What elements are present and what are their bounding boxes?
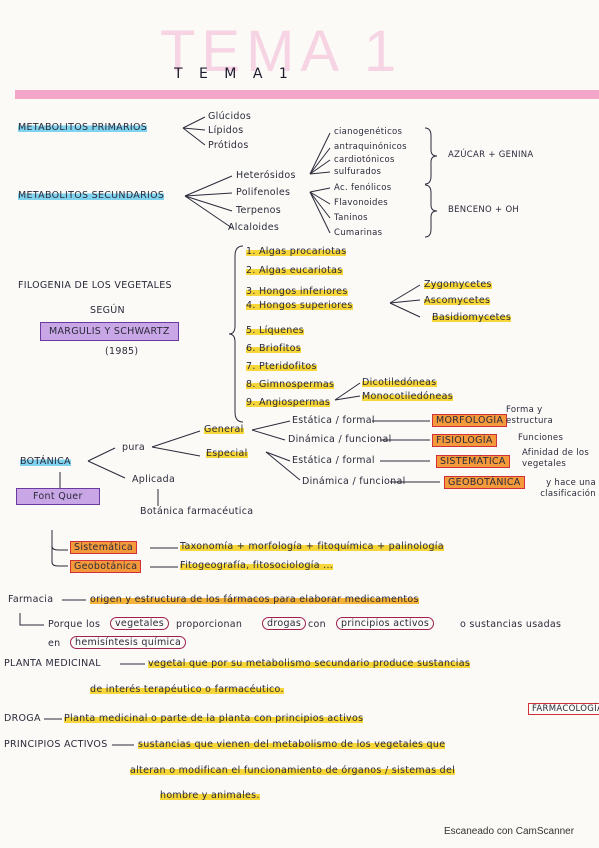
hongo-basidiomycetes: Basidiomycetes [432,312,512,323]
farmacia-text: origen y estructura de los fármacos para… [90,594,419,605]
secundarios-item-alcaloides: Alcaloides [228,222,280,233]
page-title: T E M A 1 [174,66,294,82]
porque-text-5: en [48,638,61,649]
porque-text-4: o sustancias usadas [460,619,562,630]
font-quer-label: Font Quer [16,488,100,505]
angiosperma-monocotiledoneas: Monocotiledóneas [362,391,454,402]
sistematica-box: SISTEMÁTICA [436,455,510,468]
primarios-item-lipidos: Lípidos [208,125,244,136]
hongo-ascomycetes: Ascomycetes [424,295,491,306]
general-dinamica: Dinámica / funcional [288,434,392,445]
filogenia-autores: MARGULIS Y SCHWARTZ [40,322,179,341]
droga-label: DROGA [4,713,41,724]
filogenia-item-3: 3. Hongos inferiores [246,286,348,297]
rama-geobotanica-desc: Fitogeografía, fitosociología ... [180,560,334,571]
filogenia-anio: (1985) [105,346,139,357]
polifenol-flavonoides: Flavonoides [334,198,388,208]
especial-dinamica: Dinámica / funcional [302,476,406,487]
filogenia-item-6: 6. Briofitos [246,343,302,354]
secundarios-item-polifenoles: Polifenoles [236,187,291,198]
planta-medicinal-label: PLANTA MEDICINAL [4,658,101,669]
heterosido-antraquinonicos: antraquinónicos [334,142,407,152]
title-underline [15,90,599,99]
droga-text: Planta medicinal o parte de la planta co… [64,713,364,724]
fisiologia-note: Funciones [518,433,564,443]
fisiologia-box: FISIOLOGÍA [432,434,497,447]
botanica-pura: pura [122,442,145,453]
geobotanica-box: GEOBOTÁNICA [444,476,525,489]
primarios-item-glucidos: Glúcidos [208,111,252,122]
heterosido-cardiotonicos: cardiotónicos [334,155,395,165]
rama-sistematica-desc: Taxonomía + morfología + fitoquímica + p… [180,541,444,552]
drogas-oval: drogas [262,617,307,630]
planta-medicinal-text-1: vegetal que por su metabolismo secundari… [148,658,471,669]
filogenia-title: FILOGENIA DE LOS VEGETALES [18,280,172,291]
scanner-watermark: Escaneado con CamScanner [444,826,575,837]
filogenia-segun: SEGÚN [90,305,125,316]
morfologia-box: MORFOLOGÍA [432,414,508,427]
filogenia-item-1: 1. Algas procariotas [246,246,347,257]
rama-sistematica: Sistemática [70,541,137,554]
filogenia-item-4: 4. Hongos superiores [246,300,353,311]
planta-medicinal-text-2: de interés terapéutico o farmacéutico. [90,684,284,695]
title-watermark: TEMA 1 [160,19,403,84]
botanica-especial: Especial [206,448,248,459]
secundarios-item-heterosidos: Heterósidos [236,170,296,181]
sistematica-note: Afinidad de los vegetales [522,448,590,469]
porque-text-3: con [308,619,326,630]
botanica-farmaceutica: Botánica farmacéutica [140,506,254,517]
hemisintesis-oval: hemisíntesis química [70,636,187,649]
filogenia-item-2: 2. Algas eucariotas [246,265,343,276]
heterosido-sulfurados: sulfurados [334,167,382,177]
principios-activos-text-2: alteran o modifican el funcionamiento de… [130,765,456,776]
porque-text-2: proporcionan [176,619,243,630]
heterosidos-result: AZÚCAR + GENINA [448,150,534,160]
botanica-aplicada: Aplicada [132,474,176,485]
primarios-item-protidos: Prótidos [208,140,249,151]
botanica-general: General [204,424,244,435]
metabolitos-primarios-label: METABOLITOS PRIMARIOS [18,122,148,133]
metabolitos-secundarios-label: METABOLITOS SECUNDARIOS [18,190,165,201]
farmacologia-box: FARMACOLOGÍA [528,703,599,715]
principios-activos-text-1: sustancias que vienen del metabolismo de… [138,739,446,750]
rama-geobotanica: Geobotánica [70,560,142,573]
polifenol-cumarinas: Cumarinas [334,228,383,238]
filogenia-item-5: 5. Líquenes [246,325,305,336]
filogenia-item-7: 7. Pteridofitos [246,361,317,372]
morfologia-note: Forma y estructura [506,405,553,426]
porque-text-1: Porque los [48,619,101,630]
principios-activos-oval: principios activos [336,617,435,630]
farmacia-label: Farmacia [8,594,54,605]
filogenia-item-9: 9. Angiospermas [246,397,331,408]
general-estatica: Estática / formal [292,415,375,426]
vegetales-oval: vegetales [110,617,170,630]
especial-estatica: Estática / formal [292,455,375,466]
polifenoles-result: BENCENO + OH [448,205,520,215]
secundarios-item-terpenos: Terpenos [236,205,281,216]
heterosido-cianogeneticos: cianogenéticos [334,127,403,137]
principios-activos-text-3: hombre y animales. [160,790,260,801]
polifenol-acidos-fenolicos: Ac. fenólicos [334,183,392,193]
angiosperma-dicotiledoneas: Dicotiledóneas [362,377,437,388]
hongo-zygomycetes: Zygomycetes [424,279,492,290]
principios-activos-label: PRINCIPIOS ACTIVOS [4,739,108,750]
polifenol-taninos: Taninos [334,213,368,223]
botanica-label: BOTÁNICA [20,456,71,467]
filogenia-item-8: 8. Gimnospermas [246,379,335,390]
geobotanica-note: y hace una clasificación [540,478,596,499]
